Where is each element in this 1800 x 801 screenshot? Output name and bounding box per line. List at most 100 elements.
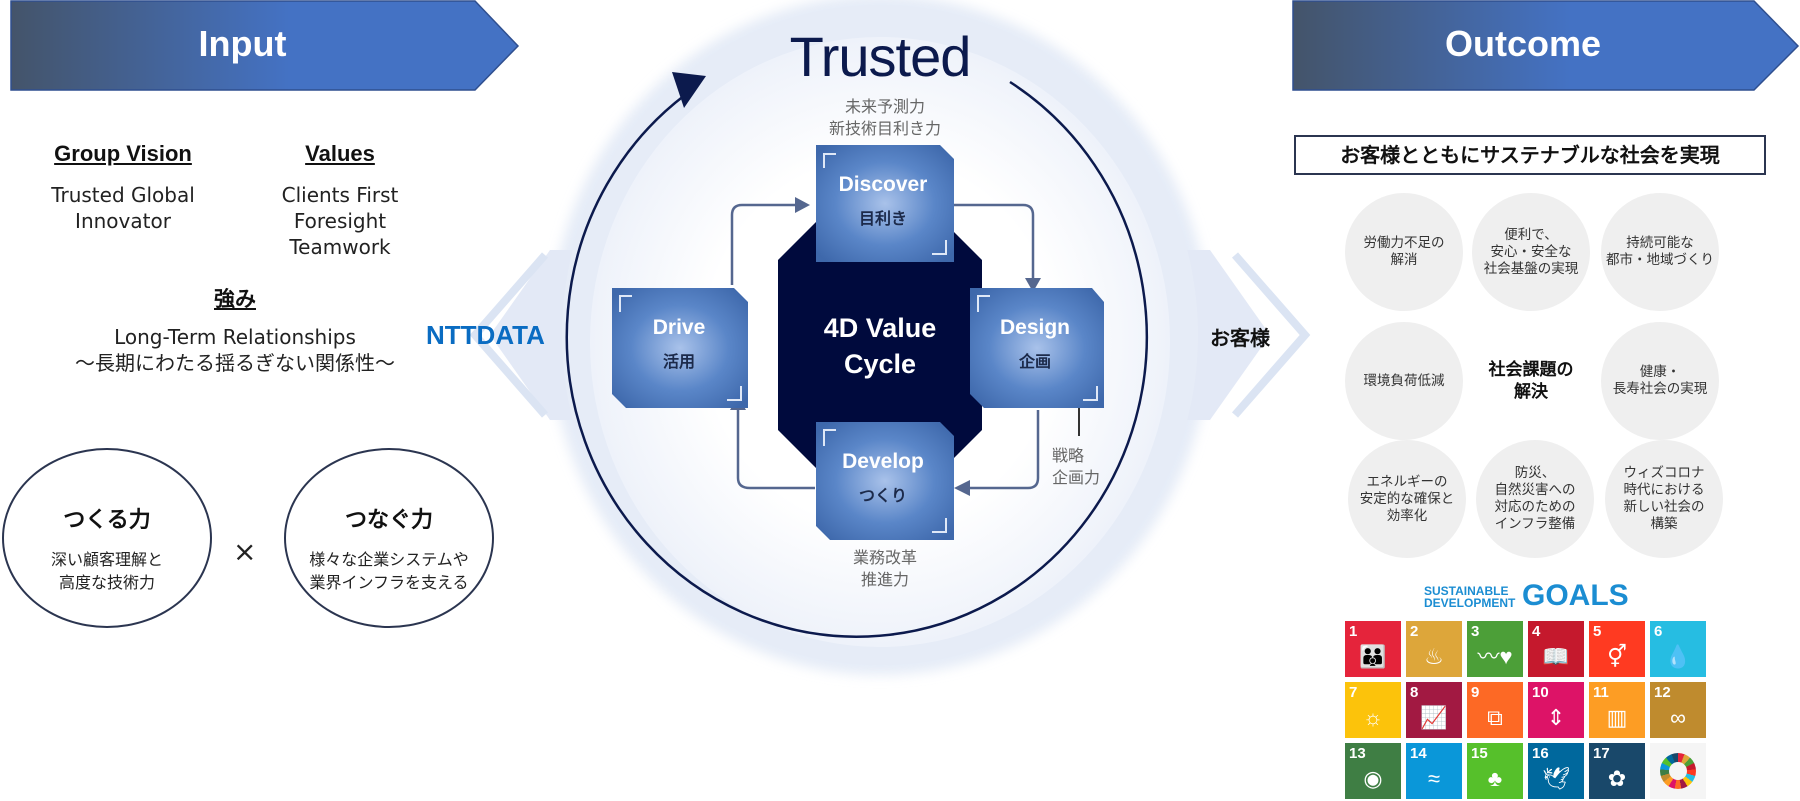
social-issue-line: 持続可能な <box>1626 235 1694 251</box>
sdg-goal-number: 3 <box>1471 623 1480 640</box>
value-cycle-diagram <box>470 0 1311 675</box>
sdg-goal-tile: 6💧 <box>1650 621 1706 677</box>
input-banner: Input <box>10 0 520 92</box>
social-issue-line: 対応のための <box>1494 499 1576 515</box>
capability-title: つなぐ力 <box>344 508 433 533</box>
sdg-goal-tile: 8📈 <box>1406 682 1462 738</box>
sdg-goal-tile: 14≈ <box>1406 743 1462 799</box>
social-issue-line: 健康・ <box>1639 364 1681 380</box>
strength-line: ～長期にわたる揺るぎない関係性～ <box>75 351 395 375</box>
tile-shape-design <box>970 288 1104 408</box>
equality-icon: ⇕ <box>1546 705 1566 730</box>
note-design-strength: 戦略 企画力 <box>1052 445 1122 489</box>
social-issue-line: ウィズコロナ <box>1623 465 1705 481</box>
cycle-arrowhead-icon <box>672 72 706 108</box>
sdg-goal-number: 12 <box>1654 684 1671 701</box>
gender-icon: ⚥ <box>1607 644 1627 669</box>
sdg-goal-tile: 17✿ <box>1589 743 1645 799</box>
fish-icon: ≈ <box>1427 766 1441 791</box>
buildings-icon: ▥ <box>1606 705 1628 730</box>
social-issue-line: 自然災害への <box>1494 482 1576 498</box>
stage-name: Drive <box>652 316 706 339</box>
stage-subtitle: 企画 <box>1018 352 1051 371</box>
stage-drive: Drive 活用 <box>612 288 746 406</box>
social-issue-circle: エネルギーの安定的な確保と効率化 <box>1348 440 1466 558</box>
sdg-goal-number: 15 <box>1471 745 1488 762</box>
social-issue-line: 便利で、 <box>1504 226 1558 243</box>
stage-discover: Discover 目利き <box>816 145 950 263</box>
note-develop-strength: 業務改革 推進力 <box>815 547 955 591</box>
stage-name: Develop <box>842 450 924 473</box>
times-symbol: × <box>233 535 257 568</box>
capability-body: 様々な企業システムや 業界インフラを支える <box>286 548 492 594</box>
bowl-icon: ♨ <box>1424 644 1444 669</box>
input-banner-arrow-shape <box>10 0 520 91</box>
sdg-wheel-tile <box>1650 743 1706 799</box>
left-chevron-icon <box>470 252 549 418</box>
ring-title-trusted: Trusted <box>789 25 972 88</box>
sdg-logo-small-text: SUSTAINABLE DEVELOPMENT <box>1424 585 1515 609</box>
outcome-banner-arrow-shape <box>1292 0 1800 91</box>
sdg-goal-tile: 16🕊 <box>1528 743 1584 799</box>
group-vision-text: Trusted Global Innovator <box>28 182 218 234</box>
values-text: Clients First Foresight Teamwork <box>255 182 425 260</box>
sdg-goal-tile: 4📖 <box>1528 621 1584 677</box>
social-issue-line: 都市・地域づくり <box>1606 252 1714 268</box>
social-issue-line: 構築 <box>1650 516 1678 532</box>
social-issue-line: 安定的な確保と <box>1359 490 1455 507</box>
sdg-wheel-center <box>1669 762 1687 780</box>
social-issue-line: 長寿社会の実現 <box>1612 381 1708 397</box>
core-octagon <box>778 218 982 472</box>
note-line: 未来予測力 <box>844 97 925 116</box>
group-vision-line: Trusted Global <box>51 183 195 207</box>
water-icon: 💧 <box>1664 644 1692 669</box>
core-line: 4D Value <box>823 313 937 343</box>
people-icon: 👪 <box>1359 644 1387 669</box>
tile-shape-develop <box>816 422 954 540</box>
sdg-goal-number: 13 <box>1349 745 1366 762</box>
capability-line: 業界インフラを支える <box>309 573 469 592</box>
arrow-to-design-icon <box>1025 278 1041 292</box>
sdg-goal-tile: 10 ⇕ <box>1528 682 1584 738</box>
sdg-goal-number: 16 <box>1532 745 1549 762</box>
sdg-goal-number: 11 <box>1593 684 1609 701</box>
capability-line: 様々な企業システムや <box>309 550 469 569</box>
capability-circle-tsunagu: つなぐ力 様々な企業システムや 業界インフラを支える <box>284 448 494 628</box>
capability-title: つくる力 <box>63 508 151 533</box>
group-vision-line: Innovator <box>75 209 171 233</box>
capability-circle-tsukuru: つくる力 深い顧客理解と 高度な技術力 <box>2 448 212 628</box>
social-issue-line: 解消 <box>1390 252 1418 268</box>
strength-text: Long-Term Relationships ～長期にわたる揺るぎない関係性～ <box>40 324 430 376</box>
arrow-to-discover-icon <box>795 197 810 213</box>
stage-name: Discover <box>838 173 928 196</box>
infinity-icon: ∞ <box>1670 705 1686 730</box>
cubes-icon: ⧉ <box>1487 705 1503 730</box>
sdg-goal-tile: 7☼ <box>1345 682 1401 738</box>
sdg-logo-goals-text: GOALS <box>1522 579 1629 612</box>
growth-chart-icon: 📈 <box>1420 705 1448 730</box>
sdg-logo-line: DEVELOPMENT <box>1424 596 1516 610</box>
social-issue-circle: 労働力不足の解消 <box>1345 193 1463 311</box>
social-issue-line: 安心・安全な <box>1490 243 1572 260</box>
sdg-goal-number: 1 <box>1349 623 1358 640</box>
right-chevron-icon <box>1231 252 1311 418</box>
sdg-goal-tile: 13◉ <box>1345 743 1401 799</box>
outcome-banner: Outcome <box>1292 0 1800 92</box>
social-issue-circle: ウィズコロナ時代における新しい社会の構築 <box>1605 440 1723 558</box>
group-vision-heading: Group Vision <box>54 141 192 166</box>
book-icon: 📖 <box>1542 644 1570 669</box>
stage-subtitle: つくり <box>858 486 907 505</box>
input-banner-label: Input <box>198 23 287 64</box>
arrow-to-develop-icon <box>954 480 970 496</box>
outcome-banner-label: Outcome <box>1444 23 1602 64</box>
sdg-goal-number: 10 <box>1532 684 1549 701</box>
social-issue-line: エネルギーの <box>1366 473 1448 490</box>
sdg-goal-number: 14 <box>1410 745 1427 762</box>
outcome-headline: お客様とともにサステナブルな社会を実現 <box>1294 135 1766 175</box>
tile-shape-discover <box>816 145 954 262</box>
social-issue-circle: 防災、自然災害への対応のためのインフラ整備 <box>1476 440 1594 558</box>
tree-icon: ♣ <box>1487 766 1503 791</box>
sdg-goal-tile: 12 ∞ <box>1650 682 1706 738</box>
note-discover-strength: 未来予測力 新技術目利き力 <box>800 96 970 140</box>
social-issue-circle: 持続可能な都市・地域づくり <box>1601 193 1719 311</box>
